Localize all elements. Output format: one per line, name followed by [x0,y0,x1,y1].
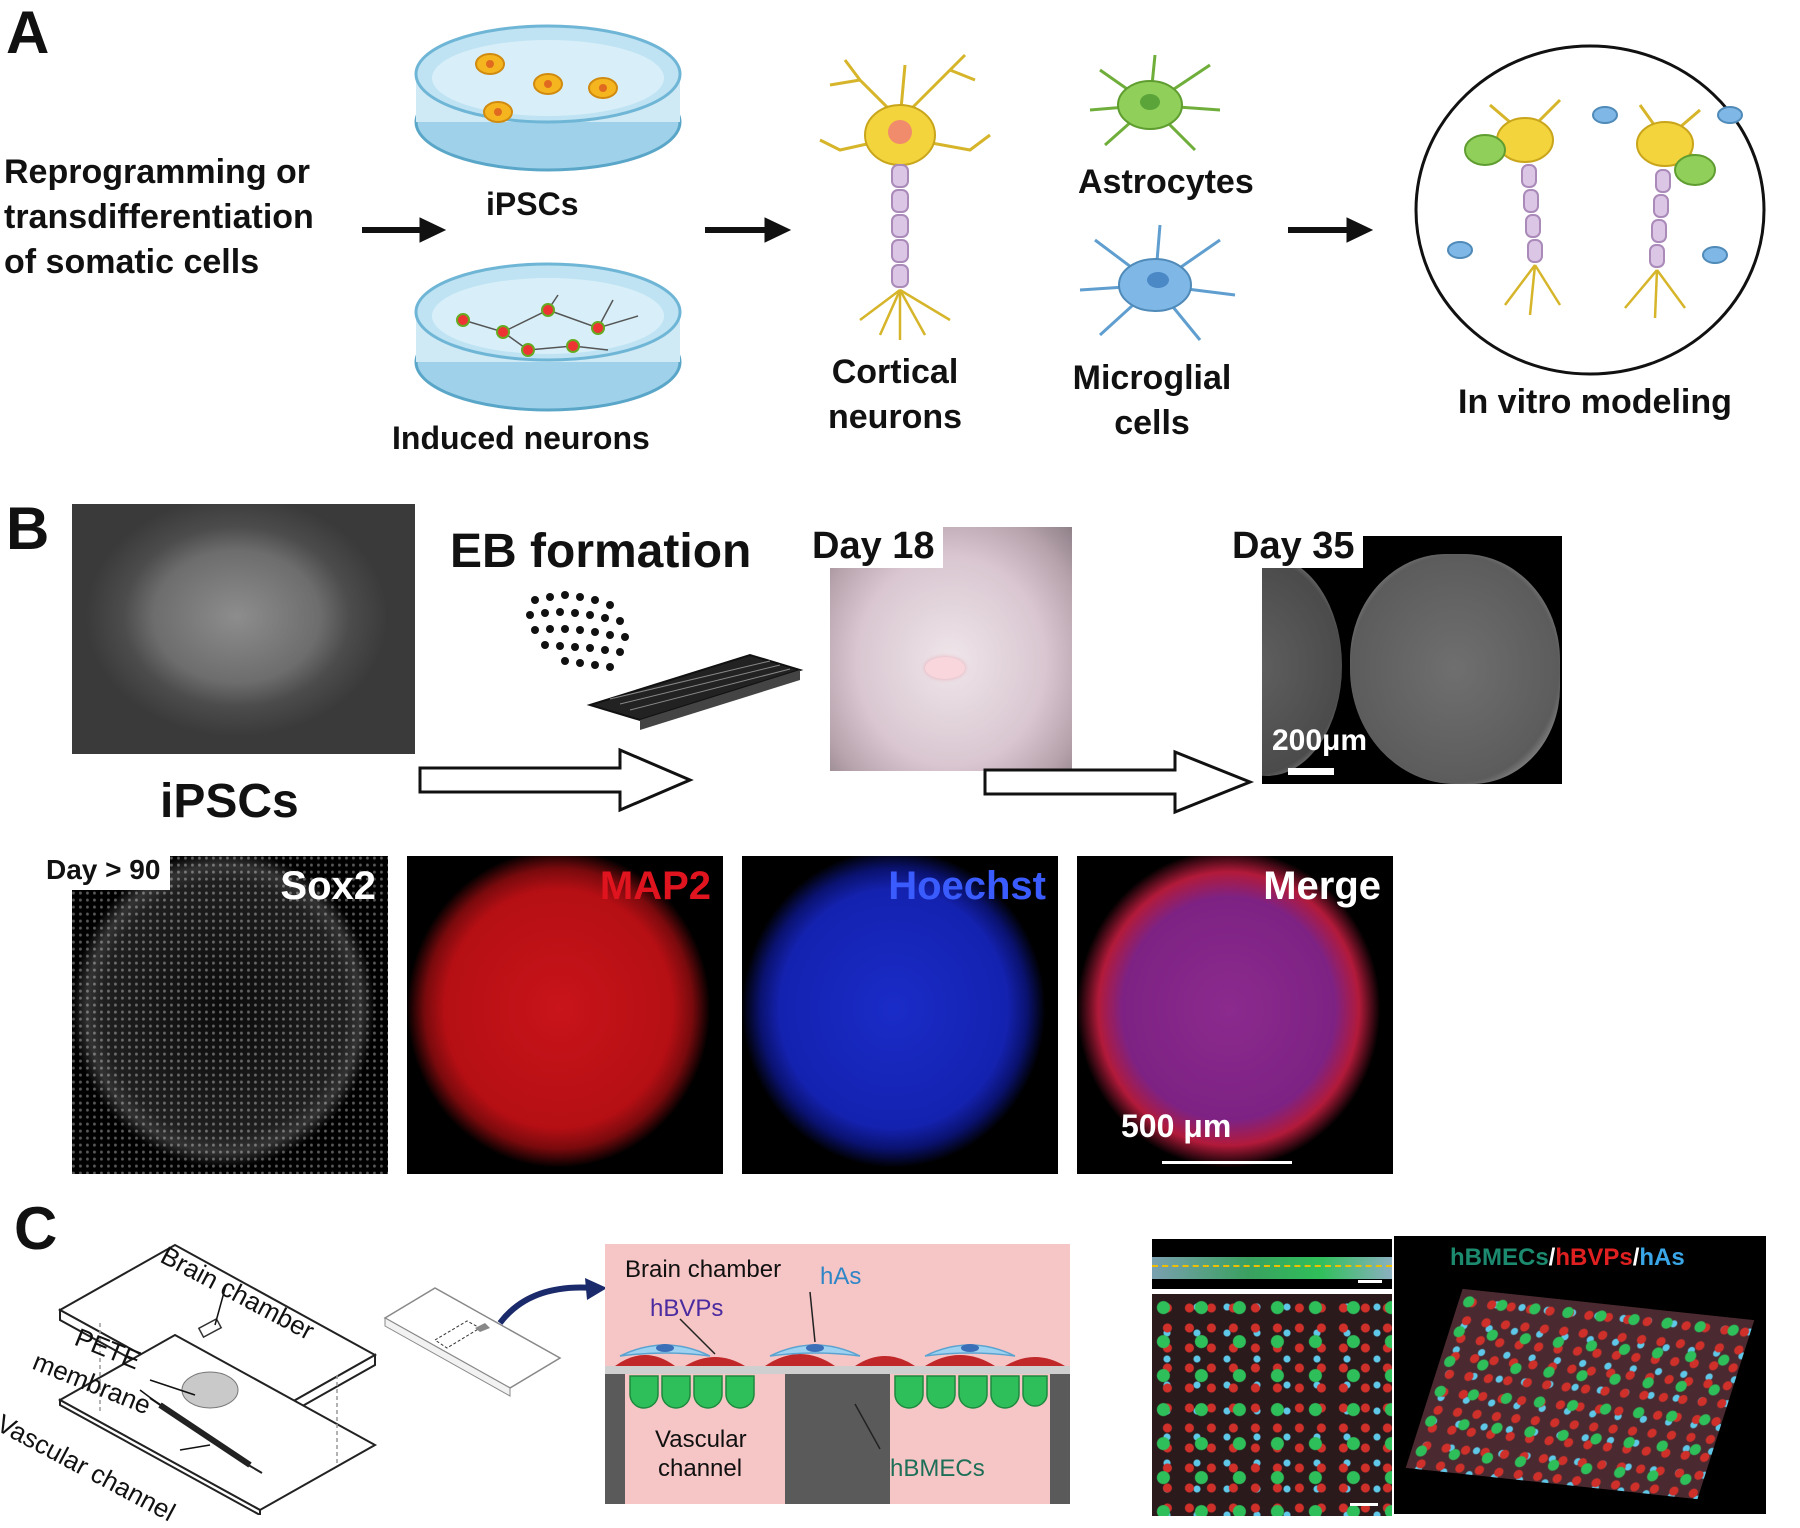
eb-cluster [925,657,965,679]
zoom-arrow [497,1284,596,1325]
chip-exploded-view [57,1243,378,1515]
source-label-line-1: Reprogramming or [4,153,311,191]
sox2-image: Sox2 [72,856,388,1174]
day35-organoid-image: 200μm [1262,536,1562,784]
ipsc-label-b: iPSCs [160,775,299,828]
schematic-brain-chamber: Brain chamber [625,1256,781,1283]
organoid-large [1350,554,1560,784]
legend-hbvps: hBVPs [1555,1244,1633,1271]
stain-label-map2: MAP2 [599,864,711,908]
legend-hbmecs: hBMECs [1450,1244,1549,1271]
confocal-legend: hBMECs/hBVPs/hAs [1450,1244,1685,1272]
schematic-vascular-2: channel [658,1455,742,1482]
eb-formation-label: EB formation [450,525,752,578]
map2-image: MAP2 [407,856,723,1174]
in-vitro-label: In vitro modeling [1458,383,1732,421]
panel-a-arrows [362,217,1374,243]
stain-label-hoechst: Hoechst [888,864,1046,908]
day90-label: Day > 90 [36,850,171,890]
source-label-line-2: transdifferentiation [4,197,314,236]
cortical-neurons-label: Cortical neurons [810,350,980,440]
arrow-2-head [764,217,792,243]
side-view-dashed-line [1152,1265,1392,1267]
day18-label: Day 18 [804,525,943,568]
3d-slab [1405,1288,1755,1500]
scale-bar-200 [1288,768,1334,775]
side-view-band [1152,1257,1392,1279]
stain-label-merge: Merge [1263,864,1381,908]
microglial-label: Microglial cells [1052,356,1252,446]
scale-label-200: 200μm [1272,724,1368,757]
arrow-1-head [419,217,447,243]
schematic-vascular-1: Vascular [655,1426,747,1453]
day35-label: Day 35 [1224,525,1363,568]
cortical-label-line-2: neurons [827,397,963,436]
schematic-has: hAs [820,1263,861,1290]
microglia-label-line-2: cells [1114,403,1190,442]
induced-neurons-label: Induced neurons [392,420,650,456]
confocal-top-view [1152,1294,1392,1516]
side-view-scale-bar [1358,1280,1382,1283]
confocal-3d-view: hBMECs/hBVPs/hAs [1394,1236,1766,1514]
ipsc-label-a: iPSCs [486,186,579,222]
hollow-arrow-2 [983,749,1255,815]
panel-b-hollow-arrows [418,747,1255,815]
legend-has: hAs [1639,1244,1685,1271]
panel-c-letter: C [14,1195,58,1262]
cortical-label-line-1: Cortical [831,353,959,391]
eb-formation-illustration [526,591,804,730]
cross-section-schematic: Brain chamber hBVPs hAs Vascular channel… [605,1244,1070,1504]
legend-sep-2: / [1632,1244,1640,1271]
astrocytes-label: Astrocytes [1078,163,1254,201]
panel-b-letter: B [6,495,50,562]
merge-image: Merge 500 μm [1077,856,1393,1174]
astrocyte-illustration [1089,54,1221,152]
top-view-scale-bar [1350,1503,1378,1506]
scale-label-500: 500 μm [1121,1108,1232,1144]
chip-small-with-arrow [383,1278,607,1397]
legend-sep-1: / [1548,1244,1556,1271]
source-label: Reprogramming or transdifferentiation of… [4,150,314,285]
schematic-hbmecs: hBMECs [890,1455,985,1482]
microglia-illustration [1079,224,1236,341]
confocal-side-view [1152,1239,1392,1289]
schematic-hbvps: hBVPs [650,1295,723,1322]
source-label-line-3: of somatic cells [4,242,260,281]
induced-neurons-dish [414,262,682,412]
in-vitro-model-illustration [1414,44,1766,376]
stain-label-sox2: Sox2 [280,864,376,908]
ipsc-colony-image [72,504,415,754]
ipsc-dish [414,24,682,172]
hollow-arrow-1 [418,747,694,813]
cortical-neuron-illustration [819,53,991,340]
scale-bar-500 [1162,1161,1292,1164]
microglia-label-line-1: Microglial [1072,359,1232,397]
panel-a-letter: A [6,0,50,66]
arrow-3-head [1346,217,1374,243]
hoechst-image: Hoechst [742,856,1058,1174]
